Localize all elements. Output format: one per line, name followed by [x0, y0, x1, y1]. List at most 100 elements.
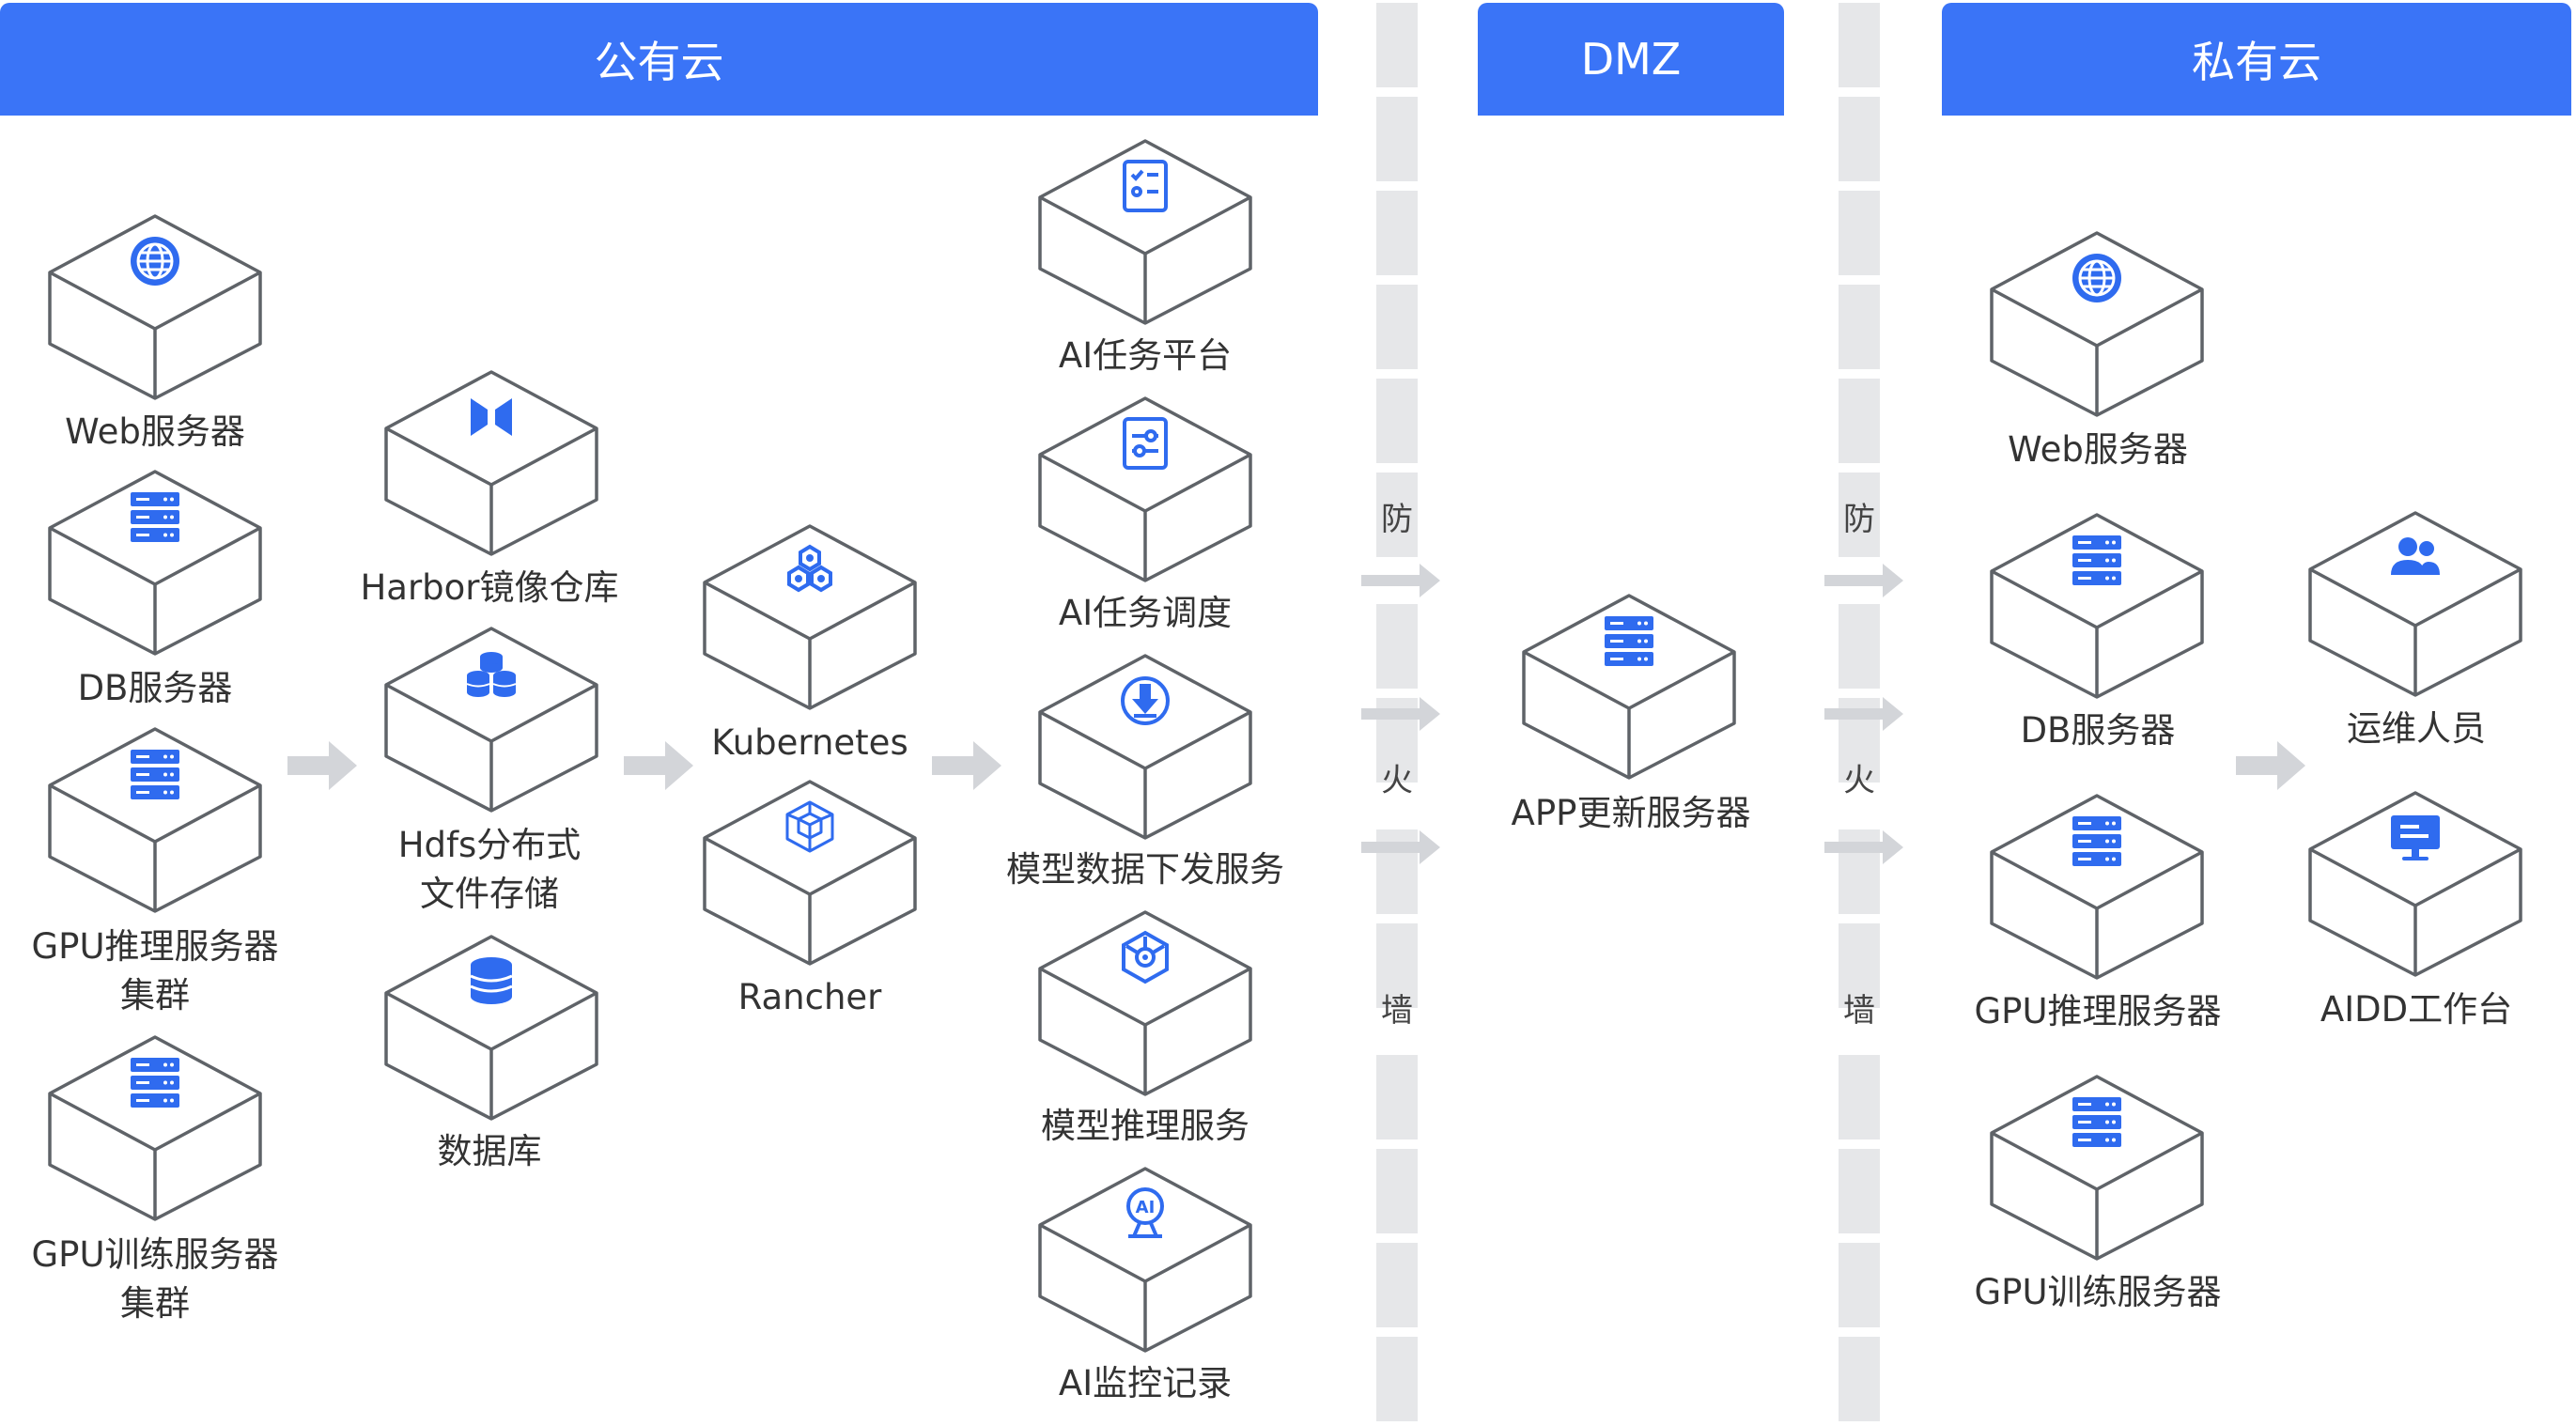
- server-icon: [1605, 616, 1653, 666]
- arrow-right-icon: [1361, 695, 1442, 736]
- isometric-box: [1038, 1167, 1252, 1353]
- isometric-box: [2308, 791, 2522, 977]
- label-private-web-server: Web服务器: [2008, 429, 2188, 470]
- label-aidd-workbench: AIDD工作台: [2320, 989, 2513, 1030]
- firewall-segment: [1376, 97, 1418, 181]
- firewall-char: 墙: [1381, 992, 1413, 1030]
- isometric-box: [1990, 513, 2204, 699]
- label-hdfs-2: 文件存储: [420, 874, 559, 914]
- label-gpu-training-2: 集群: [120, 1283, 190, 1324]
- label-ai-task-scheduling: AI任务调度: [1058, 593, 1233, 633]
- isometric-box: [1990, 1075, 2204, 1261]
- firewall-segment: [1839, 379, 1880, 463]
- firewall-char: 防: [1843, 501, 1875, 538]
- label-app-update-server: APP更新服务器: [1511, 793, 1751, 833]
- firewall-segment: [1376, 473, 1418, 557]
- isometric-box: [703, 524, 917, 710]
- harbor-icon: [471, 398, 512, 436]
- firewall-segment: [1839, 1055, 1880, 1139]
- label-harbor: Harbor镜像仓库: [360, 567, 619, 608]
- firewall-segment: [1376, 1149, 1418, 1233]
- label-web-server: Web服务器: [65, 411, 245, 452]
- isometric-box: [1990, 231, 2204, 417]
- firewall-segment: [1376, 191, 1418, 275]
- node-private-gpu-inference: [1988, 792, 2206, 982]
- label-rancher: Rancher: [737, 977, 882, 1017]
- isometric-box: [1038, 139, 1252, 325]
- node-hdfs: [382, 625, 600, 814]
- label-private-gpu-inference: GPU推理服务器: [1974, 991, 2222, 1031]
- firewall-segment: [1839, 604, 1880, 689]
- arrow-right-icon: [932, 737, 1003, 798]
- node-rancher: [701, 778, 919, 968]
- public-cloud-header: 公有云: [0, 3, 1318, 116]
- dmz-header: DMZ: [1478, 3, 1784, 116]
- label-ai-task-platform: AI任务平台: [1058, 335, 1233, 376]
- firewall-char: 墙: [1843, 992, 1875, 1030]
- server-icon: [131, 1058, 179, 1108]
- server-icon: [131, 750, 179, 799]
- arrow-right-icon: [1824, 695, 1905, 736]
- cube-icon: [785, 800, 834, 853]
- label-gpu-inference-2: 集群: [120, 975, 190, 1015]
- isometric-box: [384, 627, 598, 813]
- node-kubernetes: [701, 522, 919, 712]
- sliders-icon: [1123, 417, 1168, 470]
- firewall-segment: [1839, 1243, 1880, 1327]
- isometric-box: [1038, 654, 1252, 840]
- node-ops-staff: [2306, 509, 2524, 699]
- globe-icon: [131, 237, 179, 286]
- private-cloud-header: 私有云: [1942, 3, 2571, 116]
- node-private-gpu-training: [1988, 1073, 2206, 1263]
- firewall-segment: [1376, 285, 1418, 369]
- isometric-box: [48, 1035, 262, 1221]
- node-gpu-inference-cluster: [46, 725, 264, 915]
- dmz-title: DMZ: [1580, 34, 1682, 85]
- firewall-segment: [1376, 379, 1418, 463]
- isometric-box: [48, 470, 262, 656]
- isometric-box: [703, 780, 917, 966]
- node-harbor: [382, 368, 600, 558]
- database-stack-icon: [466, 652, 517, 697]
- label-private-gpu-training: GPU训练服务器: [1974, 1272, 2222, 1312]
- users-icon: [2391, 537, 2440, 575]
- node-private-db-server: [1988, 511, 2206, 701]
- node-model-inference: [1036, 908, 1254, 1098]
- arrow-right-icon: [2236, 737, 2307, 798]
- node-ai-task-platform: [1036, 137, 1254, 327]
- globe-icon: [2072, 254, 2121, 302]
- private-cloud-title: 私有云: [2192, 37, 2321, 87]
- node-app-update-server: [1520, 592, 1738, 782]
- public-cloud-title: 公有云: [594, 37, 724, 87]
- node-ai-monitoring: AI: [1036, 1165, 1254, 1355]
- node-model-data-delivery: [1036, 652, 1254, 842]
- node-private-web-server: [1988, 229, 2206, 419]
- firewall-segment: [1376, 1337, 1418, 1421]
- firewall-segment: [1376, 3, 1418, 87]
- isometric-box: [1038, 396, 1252, 582]
- svg-text:AI: AI: [1136, 1198, 1156, 1217]
- firewall-segment: [1839, 191, 1880, 275]
- ai-monitor-icon: AI: [1126, 1187, 1164, 1238]
- label-hdfs: Hdfs分布式: [397, 825, 582, 865]
- node-web-server: [46, 212, 264, 402]
- isometric-box: [48, 727, 262, 913]
- firewall-char: 火: [1381, 762, 1413, 799]
- firewall-segment: [1376, 604, 1418, 689]
- monitor-icon: [2391, 815, 2440, 860]
- label-kubernetes: Kubernetes: [711, 722, 908, 763]
- label-database: 数据库: [437, 1131, 542, 1171]
- server-icon: [2072, 1097, 2121, 1147]
- server-icon: [2072, 535, 2121, 585]
- firewall-left: 防火墙: [1376, 3, 1418, 1423]
- node-ai-task-scheduling: [1036, 395, 1254, 584]
- isometric-box: [1522, 594, 1736, 780]
- isometric-box: [48, 214, 262, 400]
- server-icon: [131, 492, 179, 542]
- isometric-box: [2308, 511, 2522, 697]
- database-icon: [470, 957, 513, 1004]
- isometric-box: [384, 370, 598, 556]
- firewall-segment: [1839, 97, 1880, 181]
- checklist-icon: [1123, 160, 1168, 212]
- firewall-segment: [1839, 3, 1880, 87]
